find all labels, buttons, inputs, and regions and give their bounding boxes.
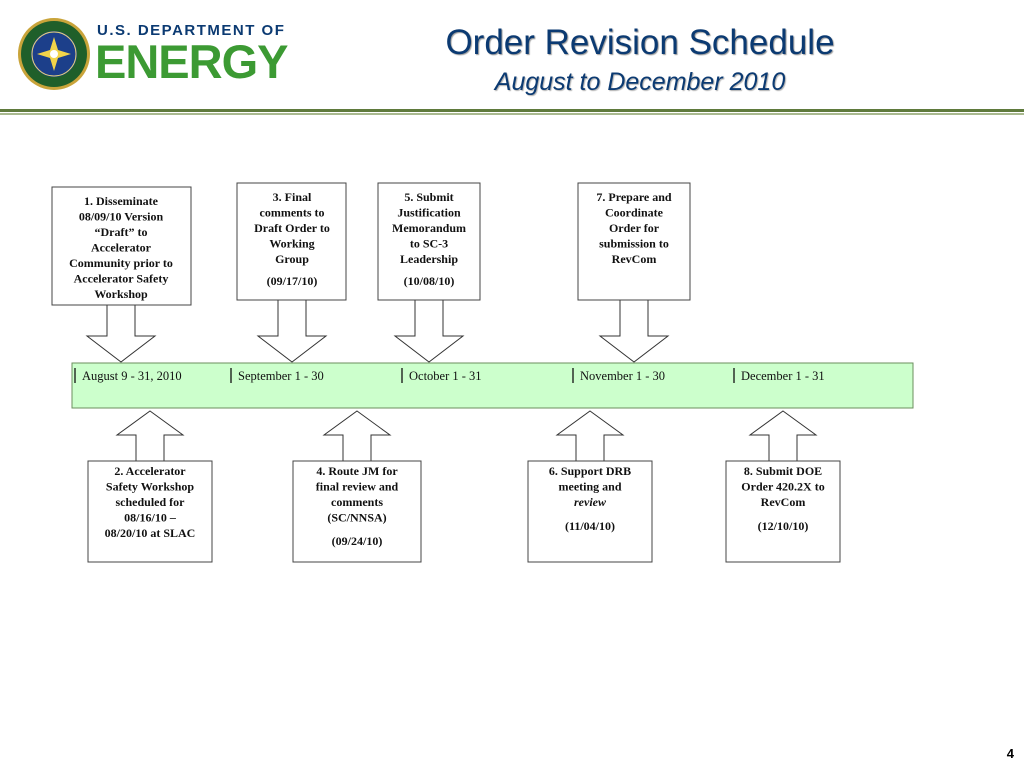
up-arrow-step-4: [322, 410, 392, 462]
timeline-band: [71, 362, 914, 409]
step-8-line: 8. Submit DOE: [744, 464, 822, 478]
timeline-period-3: October 1 - 31: [409, 369, 482, 383]
up-arrow-step-8: [748, 410, 818, 462]
step-5-line: Justification: [397, 206, 461, 220]
step-7-line: Coordinate: [605, 206, 664, 220]
header-divider: [0, 109, 1024, 112]
step-box-frame: [527, 460, 653, 563]
step-2-line: 2. Accelerator: [114, 464, 186, 478]
step-8-line: RevCom: [761, 495, 806, 509]
timeline-period-4: November 1 - 30: [580, 369, 665, 383]
step-6-line: meeting and: [559, 480, 622, 494]
step-4-line: final review and: [316, 480, 399, 494]
step-1-line: 08/09/10 Version: [79, 210, 164, 224]
page-subtitle: August to December 2010: [494, 68, 786, 96]
step-1-line: Accelerator: [91, 241, 152, 255]
step-2-line: Safety Workshop: [106, 480, 194, 494]
step-3-line: 3. Final: [273, 190, 312, 204]
step-box-frame: [577, 182, 691, 301]
step-7-line: RevCom: [612, 252, 657, 266]
step-box-frame: [377, 182, 481, 301]
step-7-line: 7. Prepare and: [596, 190, 672, 204]
step-3-line: Working: [269, 237, 314, 251]
header-divider-light: [0, 113, 1024, 115]
step-box-frame: [236, 182, 347, 301]
step-box-frame: [292, 460, 422, 563]
step-4-line: comments: [331, 495, 383, 509]
logo-department-text: U.S. DEPARTMENT OF: [97, 22, 286, 39]
step-2-line: scheduled for: [116, 495, 186, 509]
timeline-period-2: September 1 - 30: [238, 369, 324, 383]
step-3-line: Group: [275, 252, 309, 266]
step-3-line: Draft Order to: [254, 221, 330, 235]
step-2-line: 08/16/10 –: [124, 511, 177, 525]
page-title: Order Revision Schedule: [445, 23, 835, 62]
step-5-date: (10/08/10): [404, 274, 455, 288]
timeline-period-5: December 1 - 31: [741, 369, 825, 383]
logo-energy-text: ENERGY: [95, 35, 288, 88]
step-box-1: 1. Disseminate 08/09/10 Version“Draft” to…: [51, 186, 192, 306]
down-arrow-step-3: [256, 299, 328, 363]
step-5-line: Memorandum: [392, 221, 466, 235]
step-5-line: 5. Submit: [404, 190, 453, 204]
step-7-line: submission to: [599, 237, 669, 251]
step-7-line: Order for: [609, 221, 660, 235]
step-2-line: 08/20/10 at SLAC: [105, 526, 196, 540]
up-arrow-step-2: [115, 410, 185, 462]
page-number: 4: [1006, 746, 1014, 761]
up-arrow-step-6: [555, 410, 625, 462]
step-5-line: Leadership: [400, 252, 458, 266]
step-box-frame: [725, 460, 841, 563]
step-5-line: to SC-3: [410, 237, 448, 251]
step-box-frame: [51, 186, 192, 306]
step-6-date: (11/04/10): [565, 519, 615, 533]
down-arrow-step-1: [85, 304, 157, 363]
step-8-date: (12/10/10): [758, 519, 809, 533]
step-6-line: review: [574, 495, 607, 509]
step-box-frame: [87, 460, 213, 563]
step-3-date: (09/17/10): [267, 274, 318, 288]
doe-seal-icon: [18, 18, 90, 90]
step-1-line: Accelerator Safety: [74, 272, 169, 286]
step-6-line: 6. Support DRB: [549, 464, 631, 478]
timeline-period-1: August 9 - 31, 2010: [82, 369, 182, 383]
step-1-line: Community prior to: [69, 256, 173, 270]
step-3-line: comments to: [260, 206, 325, 220]
slide-header: U.S. DEPARTMENT OF ENERGY Order Revision…: [0, 0, 1024, 115]
down-arrow-step-7: [598, 299, 670, 363]
down-arrow-step-5: [393, 299, 465, 363]
step-1-line: 1. Disseminate: [84, 194, 159, 208]
step-1-line: Workshop: [94, 287, 148, 301]
step-4-line: (SC/NNSA): [327, 511, 386, 525]
step-4-line: 4. Route JM for: [316, 464, 398, 478]
step-4-date: (09/24/10): [332, 534, 383, 548]
step-8-line: Order 420.2X to: [741, 480, 824, 494]
step-1-line: “Draft” to: [95, 225, 148, 239]
